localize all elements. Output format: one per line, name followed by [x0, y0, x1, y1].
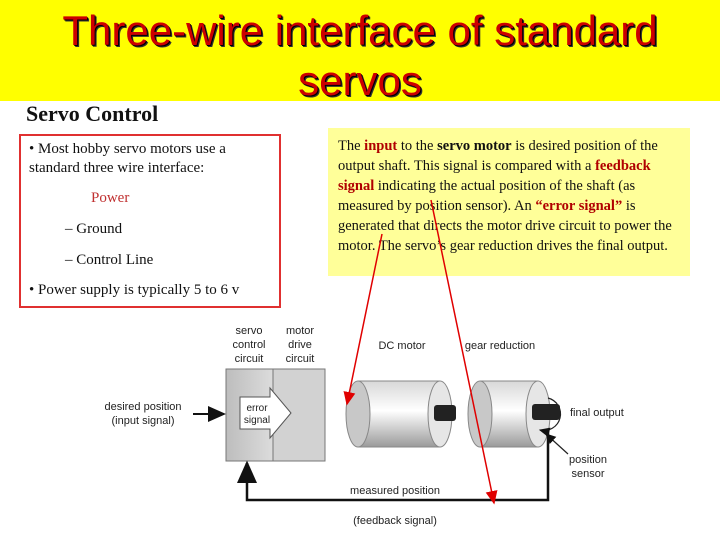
title-line-1: Three-wire interface of standard: [62, 7, 658, 54]
label-error-signal: error: [246, 403, 268, 414]
label-dc-motor: DC motor: [378, 340, 425, 352]
label-error-signal: signal: [244, 415, 270, 426]
red-arrow-to-feedback: [430, 199, 498, 505]
label-motor-drive: motor: [286, 325, 314, 337]
note-text: to the: [397, 138, 438, 154]
position-sensor-pointer: [545, 433, 569, 455]
note-text: indicating the actual position of the sh…: [338, 178, 636, 214]
dc-motor-shaft: [434, 405, 456, 421]
label-final-output: final output: [570, 407, 624, 419]
label-position-sensor: position: [569, 454, 607, 466]
label-feedback-signal: (feedback signal): [353, 515, 437, 527]
feedback-loop-line: [237, 432, 550, 502]
title-line-2: servos: [298, 57, 422, 104]
label-motor-drive: drive: [288, 339, 312, 351]
item-control-line: – Control Line: [65, 252, 154, 268]
note-text: is desired position of the output shaft.…: [338, 138, 658, 174]
output-shaft: [532, 404, 560, 420]
section-heading: Servo Control: [26, 101, 159, 126]
rotation-arrow: [538, 397, 562, 437]
label-gear-reduction: gear reduction: [465, 340, 535, 352]
note-text: The: [338, 138, 365, 154]
note-highlight: “error signal”: [535, 198, 623, 214]
bullet-line: standard three wire interface:: [29, 160, 205, 176]
bullet-line: • Most hobby servo motors use a: [29, 141, 226, 157]
servo-explanation-note: The input to the servo motor is desired …: [328, 128, 690, 276]
note-bold: servo motor: [437, 138, 512, 154]
label-servo-control: servo: [236, 325, 263, 337]
label-measured-position: measured position: [350, 485, 440, 497]
label-position-sensor: sensor: [571, 468, 604, 480]
slide-title: Three-wire interface of standard servos: [0, 6, 720, 106]
error-signal-arrow-shape: [239, 386, 292, 440]
title-bar: [0, 0, 720, 101]
note-text: is generated that directs the motor driv…: [338, 198, 672, 254]
dc-motor-body: [357, 380, 441, 448]
label-servo-control: control: [232, 339, 265, 351]
item-ground: – Ground: [65, 221, 123, 237]
servo-bullet-box: • Most hobby servo motors use a standard…: [19, 134, 281, 308]
label-desired-position: desired position: [104, 401, 181, 413]
label-motor-drive: circuit: [286, 353, 315, 365]
note-highlight: feedback signal: [338, 158, 651, 194]
red-arrow-to-input: [343, 233, 383, 406]
gear-reduction-end: [467, 380, 493, 448]
note-highlight: input: [364, 138, 398, 154]
bullet-line: • Power supply is typically 5 to 6 v: [29, 282, 240, 298]
label-servo-control: circuit: [235, 353, 264, 365]
item-power: Power: [91, 190, 130, 206]
label-input-signal: (input signal): [112, 415, 175, 427]
